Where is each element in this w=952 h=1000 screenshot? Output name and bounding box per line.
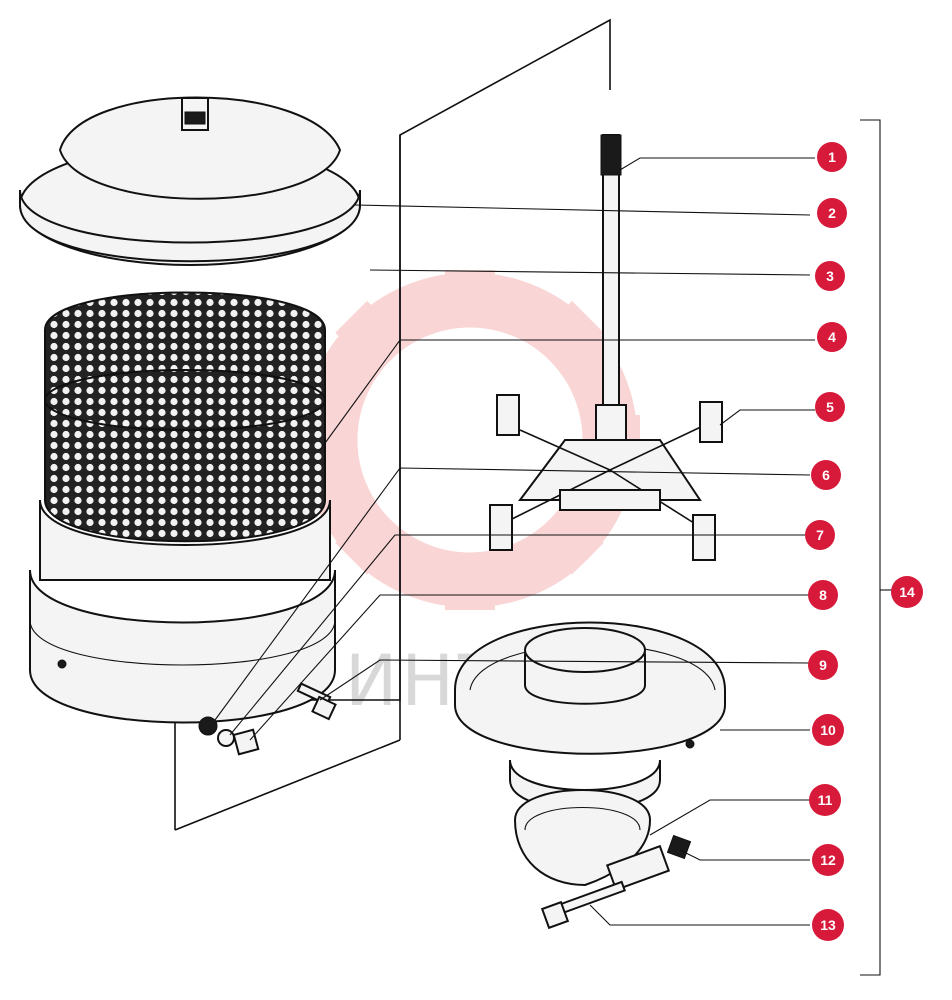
callout-1-label: 1 xyxy=(828,149,836,165)
callout-3: 3 xyxy=(815,261,845,291)
callout-8-label: 8 xyxy=(819,587,827,603)
callout-6: 6 xyxy=(811,460,841,490)
callout-5-label: 5 xyxy=(826,399,834,415)
shaft-part xyxy=(589,134,633,461)
lid-part xyxy=(19,96,361,266)
callout-14: 14 xyxy=(891,576,923,608)
callout-1: 1 xyxy=(817,142,847,172)
perforated-drum-part xyxy=(29,291,336,724)
impeller-part xyxy=(489,394,723,561)
callout-4: 4 xyxy=(817,322,847,352)
callout-13: 13 xyxy=(812,909,844,941)
hardware-nuts-bolts xyxy=(198,682,337,756)
callout-10: 10 xyxy=(812,714,844,746)
frame-outline-lower xyxy=(174,739,401,831)
group-bracket xyxy=(860,119,881,976)
callout-9: 9 xyxy=(808,650,838,680)
callout-8: 8 xyxy=(808,580,838,610)
callout-9-label: 9 xyxy=(819,657,827,673)
callout-7: 7 xyxy=(805,520,835,550)
callout-3-label: 3 xyxy=(826,268,834,284)
base-housing-part xyxy=(454,621,726,811)
callout-11-label: 11 xyxy=(818,792,833,808)
clamp-ring-part xyxy=(513,789,671,892)
callout-2-label: 2 xyxy=(828,205,836,221)
callout-7-label: 7 xyxy=(816,527,824,543)
leader-lines xyxy=(214,157,815,926)
clamp-bolt-part xyxy=(540,880,627,930)
callout-2: 2 xyxy=(817,198,847,228)
callout-12: 12 xyxy=(812,844,844,876)
callout-6-label: 6 xyxy=(822,467,830,483)
callout-13-label: 13 xyxy=(820,917,836,933)
callout-14-label: 14 xyxy=(899,584,915,600)
callout-11: 11 xyxy=(809,784,841,816)
clamp-nut-part xyxy=(666,834,692,860)
callout-12-label: 12 xyxy=(820,852,836,868)
callout-10-label: 10 xyxy=(820,722,836,738)
callout-5: 5 xyxy=(815,392,845,422)
callout-4-label: 4 xyxy=(828,329,836,345)
